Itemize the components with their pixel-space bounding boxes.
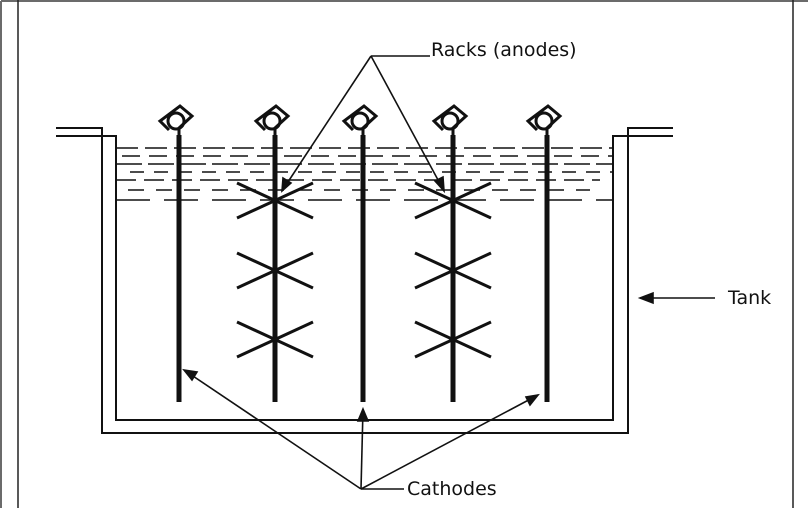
cathodes-leader-lines [182, 368, 540, 490]
racks-leader-lines [281, 55, 445, 194]
cathode-rod-2 [341, 104, 379, 402]
cathode-rod-1 [157, 104, 195, 402]
tank-leader-line [637, 291, 715, 305]
cathode-rod-3 [525, 104, 563, 402]
racks-anodes-label: Racks (anodes) [431, 39, 577, 61]
anode-rack-1 [236, 104, 314, 402]
anode-rack-2 [414, 104, 492, 402]
cathodes-label: Cathodes [407, 478, 497, 500]
tank-label: Tank [728, 287, 772, 309]
